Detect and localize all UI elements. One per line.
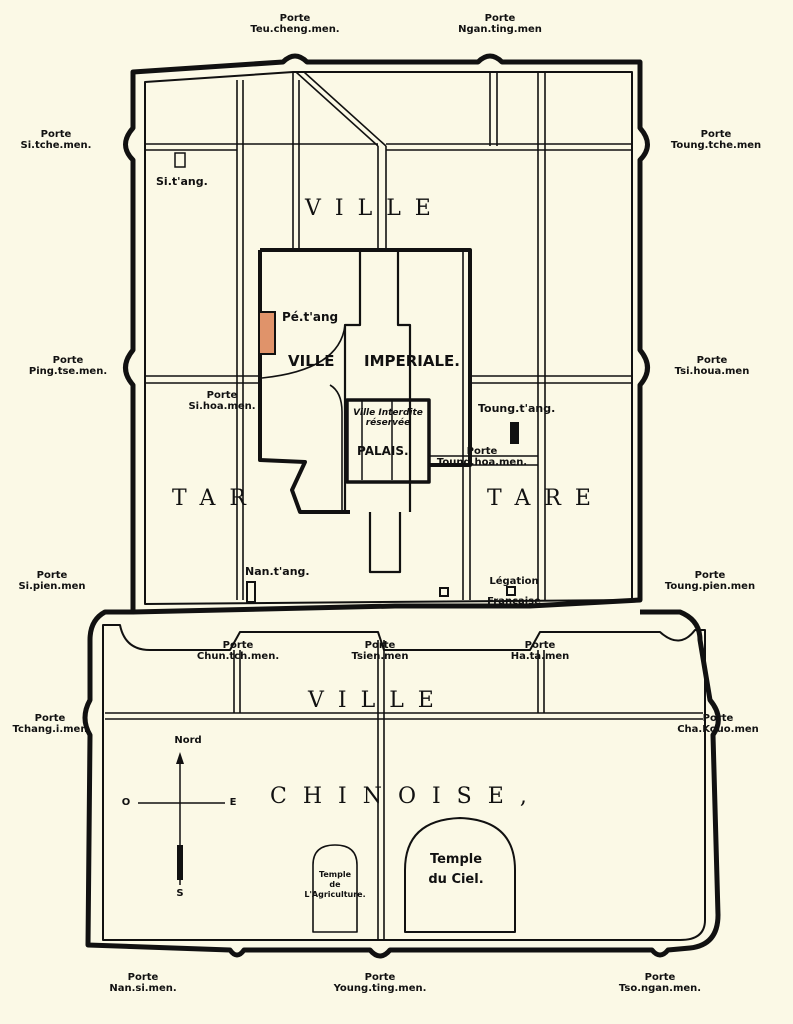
temple-du-ciel-enclosure [404,817,516,933]
si-tang-church-icon [174,152,186,168]
street [377,640,385,940]
street [537,72,546,600]
church-label-si-tang: Si.t'ang. [156,175,208,188]
street [537,650,545,713]
district-label-ville-imperiale-1: VILLE [288,352,335,370]
imperial-city-wall [258,248,472,514]
church-label-nan-tang: Nan.t'ang. [245,565,310,578]
street [292,72,300,250]
north-arrow-icon [176,752,184,764]
pe-tang-church-icon [258,311,276,355]
compass-south-label: S [176,888,184,899]
temple-agriculture-enclosure [312,844,358,933]
tartar-city-inner-wall [144,71,633,605]
church-label-toung-tang: Toung.t'ang. [478,402,556,415]
district-label-ville-chinoise-2: CHINOISE, [270,784,543,809]
street [105,712,703,720]
street [236,80,244,600]
compass-west-label: O [121,797,131,808]
imperial-axis [343,250,412,574]
street [145,375,632,384]
street [233,650,241,713]
legation-icon [506,586,516,596]
street [377,146,387,250]
palace-wall [345,398,431,484]
compass-east-label: E [229,797,237,808]
street-diagonal [295,71,387,147]
district-label-palais: PALAIS. [357,444,409,458]
district-label-tartare-right: TARE [487,486,605,511]
nan-tang-church-icon [246,581,256,603]
church-label-pe-tang: Pé.t'ang [282,310,339,324]
street [489,72,498,146]
compass-north-label: Nord [174,735,202,746]
district-label-ville-imperiale-2: IMPERIALE. [364,352,460,370]
district-label-ville-interdite: Ville Interdite réservée [353,408,423,428]
district-label-tartare-left: TAR [172,486,260,511]
building-icon [439,587,449,597]
street [145,143,632,151]
chinese-city-inner-wall [102,624,706,941]
street [462,250,471,600]
district-label-ville-tartare: VILLE [305,196,445,221]
tartar-city-wall [123,53,650,615]
south-feather-icon [177,845,183,880]
toung-tang-church-icon [510,422,519,444]
chinese-city-wall [82,609,721,959]
imperial-inner-road [261,324,346,510]
district-label-ville-chinoise-1: VILLE [308,688,448,713]
